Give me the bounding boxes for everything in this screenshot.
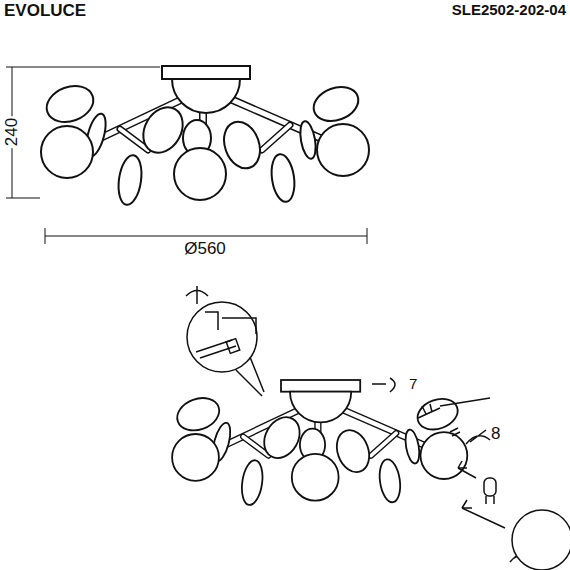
dimension-line — [6, 67, 367, 244]
callout-number: 8 — [491, 425, 500, 444]
dimension-label: Ø560 — [182, 240, 228, 259]
callout-number: 7 — [409, 376, 417, 393]
brand-title: EVOLUCE — [4, 2, 86, 21]
assembly-details — [186, 286, 570, 570]
dimension-label: 240 — [3, 116, 22, 148]
model-number: SLE2502-202-04 — [452, 2, 566, 19]
